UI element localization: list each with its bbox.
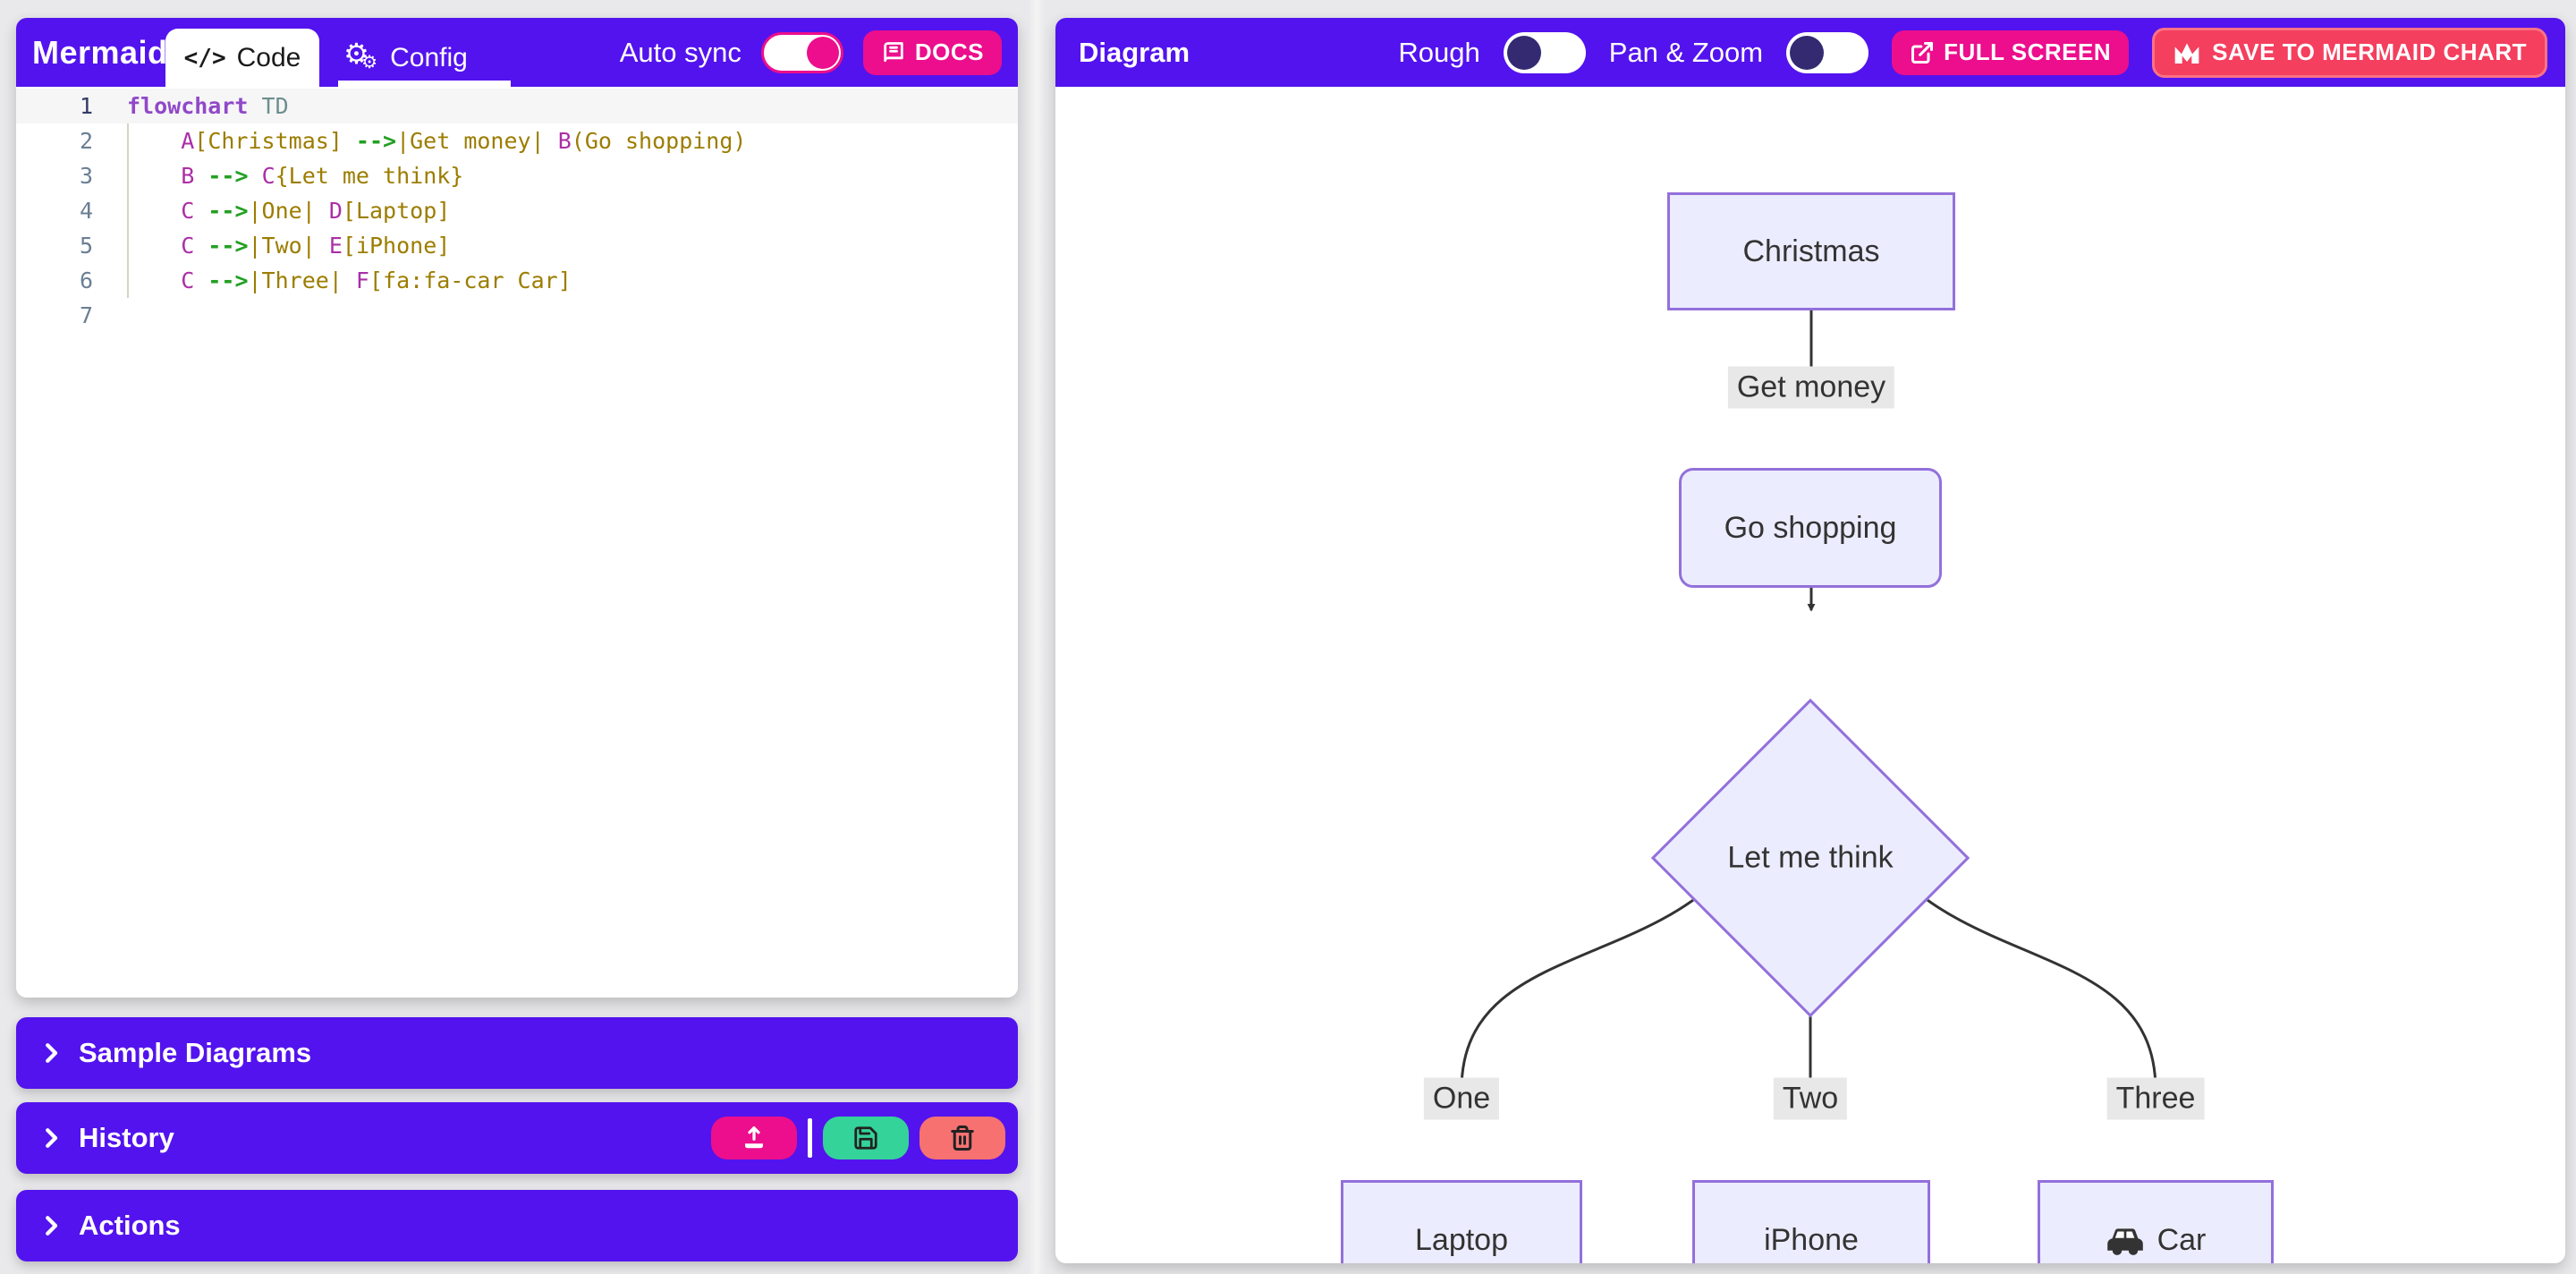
- tab-underline: [338, 81, 511, 87]
- history-bar[interactable]: History: [16, 1102, 1018, 1174]
- code-line: 5 C -->|Two| E[iPhone]: [16, 228, 1018, 263]
- code-line: 7: [16, 298, 1018, 333]
- auto-sync-label: Auto sync: [619, 36, 741, 68]
- line-number: 6: [79, 268, 93, 293]
- line-number: 1: [79, 93, 93, 119]
- tab-code[interactable]: </> Code: [165, 29, 319, 87]
- code-line: 2 A[Christmas] -->|Get money| B(Go shopp…: [16, 123, 1018, 158]
- panzoom-label: Pan & Zoom: [1608, 36, 1764, 68]
- save-history-button[interactable]: [823, 1117, 909, 1159]
- upload-history-button[interactable]: [711, 1117, 797, 1159]
- indent-guide: [127, 123, 129, 298]
- editor-panel: Mermaid </> Code ⚙ ⚙ Config Auto sync: [16, 18, 1018, 998]
- code-tab-label: Code: [236, 42, 301, 72]
- actions-bar[interactable]: Actions: [16, 1190, 1018, 1261]
- toggle-knob: [806, 36, 839, 69]
- fullscreen-button[interactable]: FULL SCREEN: [1892, 30, 2130, 75]
- save-to-mermaid-chart-button[interactable]: SAVE TO MERMAID CHART: [2152, 27, 2547, 78]
- code-tab-icon: </>: [183, 44, 226, 72]
- flowchart-node-laptop: Laptop: [1341, 1180, 1582, 1263]
- code-line: 6 C -->|Three| F[fa:fa-car Car]: [16, 263, 1018, 298]
- trash-icon: [951, 1125, 974, 1151]
- panel-resizer[interactable]: [1029, 0, 1045, 1274]
- editor-tabs: </> Code ⚙ ⚙ Config: [165, 29, 492, 87]
- external-link-icon: [1911, 41, 1934, 64]
- button-divider: [808, 1118, 812, 1158]
- diagram-title: Diagram: [1079, 36, 1191, 68]
- mermaid-chart-logo-icon: [2174, 42, 2199, 64]
- edge-label-three: Three: [2106, 1077, 2205, 1120]
- line-number: 7: [79, 302, 93, 328]
- flowchart-node-christmas: Christmas: [1667, 192, 1955, 310]
- sample-diagrams-label: Sample Diagrams: [79, 1037, 312, 1068]
- book-icon: [884, 41, 903, 62]
- upload-icon: [745, 1126, 763, 1149]
- chevron-right-icon: [38, 1123, 64, 1153]
- code-line: 4 C -->|One| D[Laptop]: [16, 193, 1018, 228]
- sample-diagrams-bar[interactable]: Sample Diagrams: [16, 1017, 1018, 1089]
- edge-label-two: Two: [1773, 1077, 1848, 1120]
- rough-toggle[interactable]: [1503, 31, 1586, 73]
- chevron-right-icon: [38, 1210, 64, 1241]
- auto-sync-toggle[interactable]: [760, 31, 843, 73]
- mermaid-logo: Mermaid: [32, 34, 168, 71]
- edge-label-get-money: Get money: [1727, 366, 1895, 409]
- code-line: 3 B --> C{Let me think}: [16, 158, 1018, 193]
- line-number: 3: [79, 163, 93, 189]
- line-number: 2: [79, 128, 93, 154]
- chevron-right-icon: [38, 1038, 64, 1068]
- flowchart-node-iphone: iPhone: [1692, 1180, 1930, 1263]
- diagram-panel: Diagram Rough Pan & Zoom FULL SCREEN SAV…: [1055, 18, 2565, 1263]
- flowchart-node-go-shopping: Go shopping: [1679, 468, 1942, 588]
- docs-button[interactable]: DOCS: [862, 30, 1002, 75]
- delete-history-button[interactable]: [919, 1117, 1005, 1159]
- panzoom-toggle[interactable]: [1786, 31, 1869, 73]
- edge-c-d: [1457, 877, 1721, 1091]
- flowchart-node-car: Car: [2038, 1180, 2274, 1263]
- actions-label: Actions: [79, 1210, 181, 1241]
- tab-config[interactable]: ⚙ ⚙ Config: [319, 29, 492, 87]
- car-icon: [2106, 1228, 2143, 1255]
- line-number: 5: [79, 233, 93, 259]
- rough-label: Rough: [1398, 36, 1480, 68]
- diagram-header: Diagram Rough Pan & Zoom FULL SCREEN SAV…: [1055, 18, 2565, 87]
- edge-c-f: [1900, 877, 2160, 1091]
- toggle-knob: [1506, 35, 1541, 70]
- gears-icon: ⚙ ⚙: [343, 37, 378, 72]
- history-label: History: [79, 1122, 174, 1153]
- toggle-knob: [1790, 35, 1825, 70]
- editor-header: Mermaid </> Code ⚙ ⚙ Config Auto sync: [16, 18, 1018, 87]
- floppy-icon: [854, 1126, 877, 1150]
- config-tab-label: Config: [390, 42, 468, 72]
- diagram-canvas[interactable]: Get money One Two Three Christmas Go sho…: [1055, 87, 2565, 1263]
- flowchart-node-decision-label: Let me think: [1727, 840, 1894, 875]
- line-number: 4: [79, 198, 93, 224]
- edge-label-one: One: [1423, 1077, 1500, 1120]
